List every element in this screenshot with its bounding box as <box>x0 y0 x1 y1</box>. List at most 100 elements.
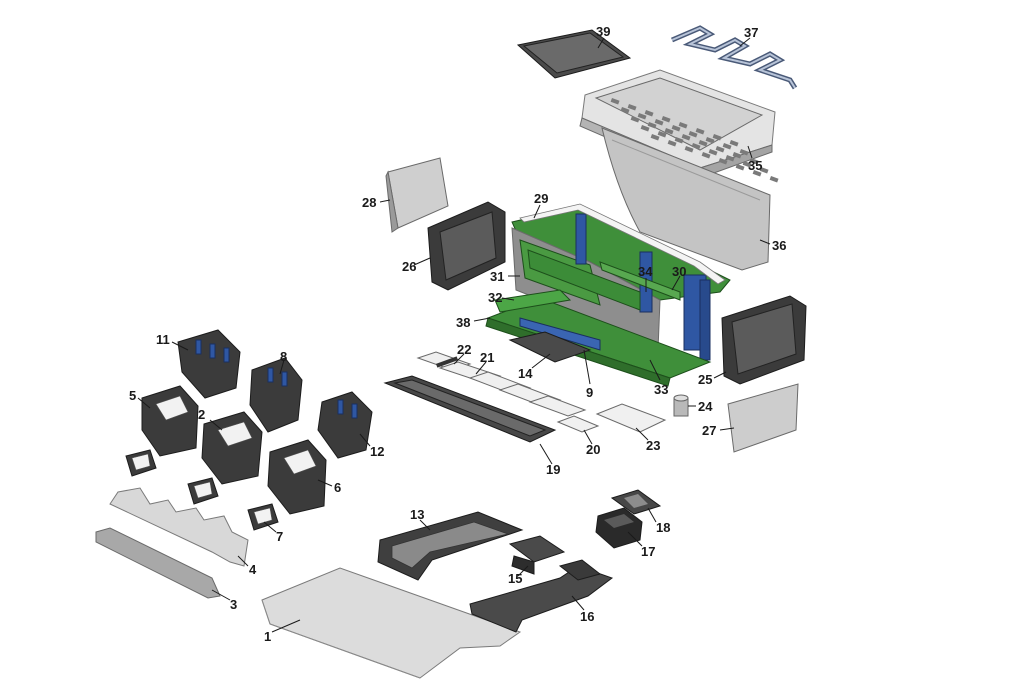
callout-8: 8 <box>280 349 287 364</box>
tray-perforation <box>647 122 657 129</box>
tray-perforation <box>732 152 742 159</box>
callout-1: 1 <box>264 629 271 644</box>
part-6-window-frame <box>267 439 327 515</box>
tray-perforation <box>627 104 637 111</box>
callout-31: 31 <box>490 269 504 284</box>
tray-perforation <box>698 140 708 147</box>
tray-perforation <box>691 143 701 150</box>
callout-34: 34 <box>638 264 653 279</box>
part-23-mesh-panel <box>595 403 667 433</box>
leader-lines <box>137 37 771 633</box>
tray-perforation <box>701 152 711 159</box>
tray-perforation <box>664 128 674 135</box>
part-39-perforated-mat <box>516 29 632 79</box>
part-17-control-box <box>595 507 643 549</box>
tray-perforation <box>674 137 684 144</box>
callout-9: 9 <box>586 385 593 400</box>
part-36-curved-side-panel <box>601 127 771 271</box>
part-3-long-strip <box>95 527 221 599</box>
callout-36: 36 <box>772 238 786 253</box>
part-8-housing <box>249 357 303 433</box>
callout-16: 16 <box>580 609 594 624</box>
part-26-left-side-panel <box>427 201 506 291</box>
callout-28: 28 <box>362 195 376 210</box>
callout-18: 18 <box>656 520 670 535</box>
tray-perforation <box>678 122 688 129</box>
callout-7: 7 <box>276 529 283 544</box>
callout-5: 5 <box>129 388 136 403</box>
callout-6: 6 <box>334 480 341 495</box>
callout-27: 27 <box>702 423 716 438</box>
tray-perforation <box>667 140 677 147</box>
part-37-heating-element <box>671 25 798 90</box>
callout-15: 15 <box>508 571 522 586</box>
tray-perforation <box>722 142 732 150</box>
callout-39: 39 <box>596 24 610 39</box>
callout-25: 25 <box>698 372 712 387</box>
tray-perforation <box>735 164 745 171</box>
tray-perforation <box>718 158 728 165</box>
callout-19: 19 <box>546 462 560 477</box>
callout-37: 37 <box>744 25 758 40</box>
tray-perforation <box>610 98 620 105</box>
callout-23: 23 <box>646 438 660 453</box>
callout-17: 17 <box>641 544 655 559</box>
part-5-window-frame <box>141 385 199 457</box>
callout-20: 20 <box>586 442 600 457</box>
part-27-right-side-cover <box>727 383 799 453</box>
callout-35: 35 <box>748 158 762 173</box>
tray-perforation <box>630 116 640 123</box>
tray-perforation <box>708 149 718 156</box>
tray-perforation <box>681 134 691 141</box>
callout-26: 26 <box>402 259 416 274</box>
callout-30: 30 <box>672 264 686 279</box>
part-1-cover-plate <box>261 567 522 679</box>
tray-perforation <box>637 113 647 120</box>
callout-13: 13 <box>410 507 424 522</box>
callout-14: 14 <box>518 366 533 381</box>
tray-perforation <box>749 158 759 165</box>
part-13-frame-gasket <box>377 511 524 581</box>
callout-21: 21 <box>480 350 494 365</box>
callout-32: 32 <box>488 290 502 305</box>
tray-perforation <box>715 146 725 153</box>
part-24-cylinder <box>673 394 689 417</box>
callout-labels: 1 2 3 4 5 6 7 8 9 11 12 13 14 15 16 17 1… <box>129 24 786 644</box>
callout-38: 38 <box>456 315 470 330</box>
tray-perforation <box>712 134 722 141</box>
callout-12: 12 <box>370 444 384 459</box>
part-2-window-frame <box>201 411 263 485</box>
part-15-insulation-block <box>508 535 566 575</box>
callout-22: 22 <box>457 342 471 357</box>
part-14-bottom-bracket <box>508 331 592 363</box>
tray-perforation <box>620 107 630 114</box>
tray-perforation <box>684 145 694 153</box>
tray-perforation <box>688 131 698 138</box>
callout-24: 24 <box>698 399 713 414</box>
tray-perforation <box>769 176 779 183</box>
part-4-wavy-trim <box>109 487 249 567</box>
part-7-gasket <box>125 449 279 531</box>
callout-29: 29 <box>534 191 548 206</box>
tray-perforation <box>644 110 654 117</box>
part-11-housing <box>177 329 241 399</box>
callout-2: 2 <box>198 407 205 422</box>
tray-perforation <box>671 125 681 132</box>
tray-perforation <box>705 136 715 144</box>
part-21-mesh-strip <box>416 351 600 433</box>
tray-perforation <box>654 119 664 126</box>
callout-3: 3 <box>230 597 237 612</box>
tray-perforation <box>752 170 762 177</box>
tray-perforation <box>729 140 739 147</box>
part-28-side-cover <box>385 157 449 233</box>
tray-perforation <box>739 149 749 156</box>
tray-perforation <box>695 128 705 135</box>
tray-perforation <box>640 125 650 132</box>
callout-33: 33 <box>654 382 668 397</box>
callout-4: 4 <box>249 562 257 577</box>
part-12-housing <box>317 391 373 459</box>
tray-perforation <box>661 116 671 123</box>
part-19-long-tray <box>383 375 557 443</box>
